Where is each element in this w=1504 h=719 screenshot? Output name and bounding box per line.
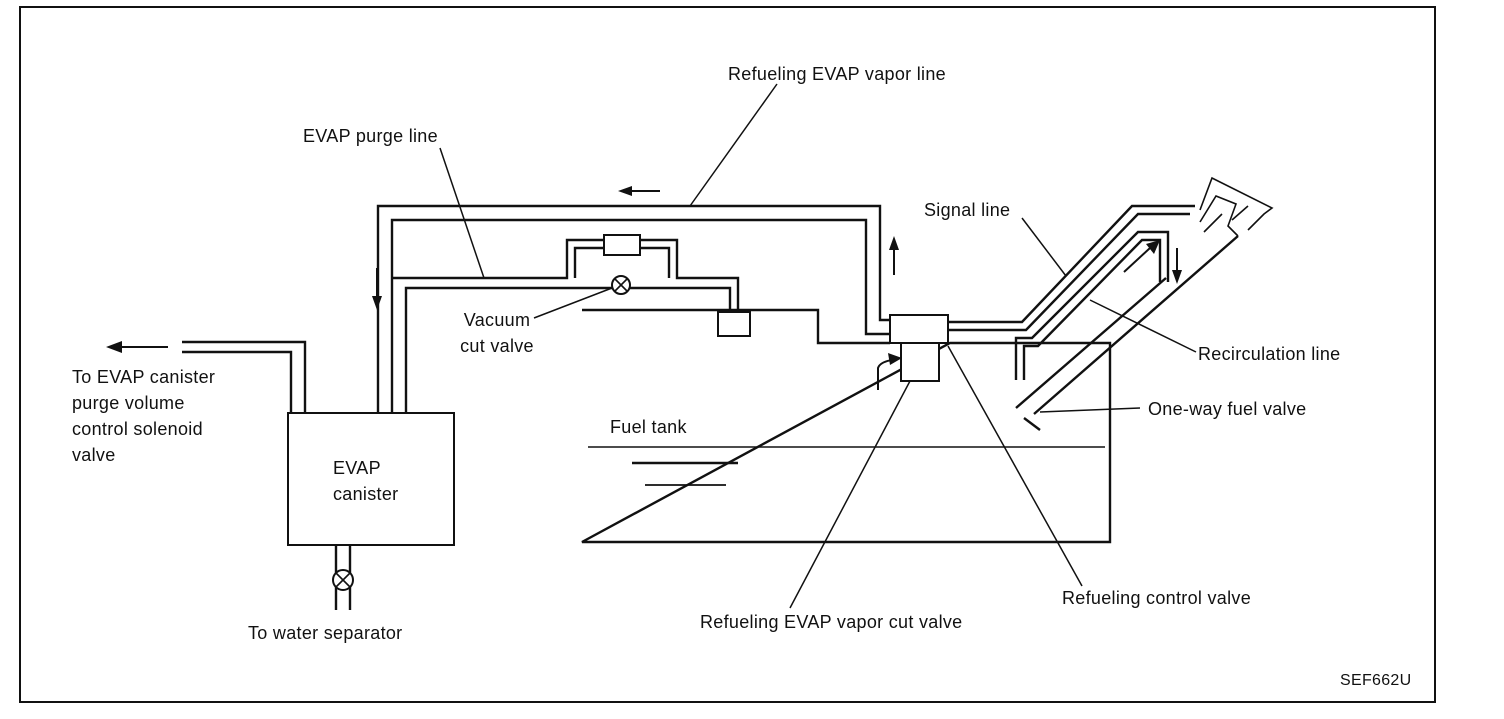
label-evap-canister-line-2: canister (333, 484, 399, 504)
bypass-valve-box (603, 234, 641, 256)
signal-line-outer (948, 204, 1195, 324)
label-vacuum-cut-valve: Vacuum cut valve (452, 307, 542, 359)
vacuum-cut-valve-cross-2 (614, 278, 628, 292)
label-purge-line-4: valve (72, 445, 116, 465)
refueling-vapor-cut-valve-box (900, 342, 940, 382)
label-refueling-evap-vapor-line: Refueling EVAP vapor line (728, 64, 946, 84)
flow-arrow-up (889, 236, 899, 275)
signal-line-inner (948, 212, 1190, 332)
leader-one-way-valve (1039, 407, 1141, 413)
evap-canister-box (287, 412, 455, 546)
label-refueling-control-valve: Refueling control valve (1062, 588, 1252, 608)
bypass-inner-right (640, 246, 671, 278)
recirculation-line-outer (1014, 230, 1170, 380)
label-evap-purge-line: EVAP purge line (303, 126, 438, 146)
label-purge-line-2: purge volume (72, 393, 185, 413)
water-separator-valve-cross-2 (335, 572, 351, 588)
fuel-tank-outline (581, 308, 1112, 544)
label-purge-line-3: control solenoid (72, 419, 203, 439)
filler-neck-left-wall (1015, 277, 1167, 409)
outer-frame (19, 6, 1436, 703)
leader-signal-line (1021, 217, 1067, 277)
label-refueling-evap-vapor-cut-valve: Refueling EVAP vapor cut valve (700, 612, 963, 632)
filler-nozzle-outline (1199, 176, 1274, 231)
leader-vapor-cut-valve (789, 380, 911, 609)
filler-neck-right-wall (1033, 235, 1239, 415)
refueling-control-valve-box (889, 314, 949, 344)
label-to-evap-canister-purge: To EVAP canister purge volume control so… (72, 364, 215, 468)
label-to-water-separator: To water separator (248, 623, 403, 643)
flow-arrow-down-canister (372, 268, 382, 310)
leader-recirculation-line (1089, 299, 1197, 353)
label-evap-canister-line-1: EVAP (333, 458, 381, 478)
refueling-vapor-line-inner (390, 218, 890, 413)
label-evap-canister: EVAP canister (333, 455, 398, 507)
tank-fitting (717, 311, 751, 337)
label-one-way-fuel-valve: One-way fuel valve (1148, 399, 1307, 419)
one-way-valve-flap (1023, 417, 1041, 431)
purge-outlet-pipe-outer (182, 340, 307, 413)
leader-vacuum-cut-valve (533, 287, 613, 319)
purge-outlet-pipe-inner (182, 350, 293, 413)
label-vacuum-cut-valve-line-2: cut valve (460, 336, 534, 356)
flow-arrow-vapor-cut (877, 353, 902, 390)
evap-purge-line-upper-right (640, 238, 724, 280)
flow-arrow-left (618, 186, 660, 196)
leader-evap-purge-line (439, 147, 485, 279)
label-purge-line-1: To EVAP canister (72, 367, 216, 387)
figure-id: SEF662U (1340, 672, 1412, 689)
purge-to-tank-inner (724, 286, 732, 312)
leader-refueling-control-valve (947, 345, 1083, 587)
recirculation-line-inner (1022, 238, 1162, 380)
label-fuel-tank: Fuel tank (610, 417, 687, 437)
flow-arrow-recirculation-up (1123, 240, 1160, 273)
leader-refueling-vapor-line (689, 83, 778, 207)
bypass-inner-left (573, 246, 604, 278)
filler-nozzle-hatch (1203, 205, 1249, 233)
flow-arrow-purge-out (106, 341, 168, 353)
filler-nozzle-detail (1199, 195, 1239, 237)
label-vacuum-cut-valve-line-1: Vacuum (463, 310, 531, 330)
evap-purge-line-upper (392, 238, 604, 280)
flow-arrow-recirculation-down (1172, 248, 1182, 284)
label-signal-line: Signal line (924, 200, 1011, 220)
label-recirculation-line: Recirculation line (1198, 344, 1341, 364)
purge-to-tank-outer (724, 276, 740, 312)
